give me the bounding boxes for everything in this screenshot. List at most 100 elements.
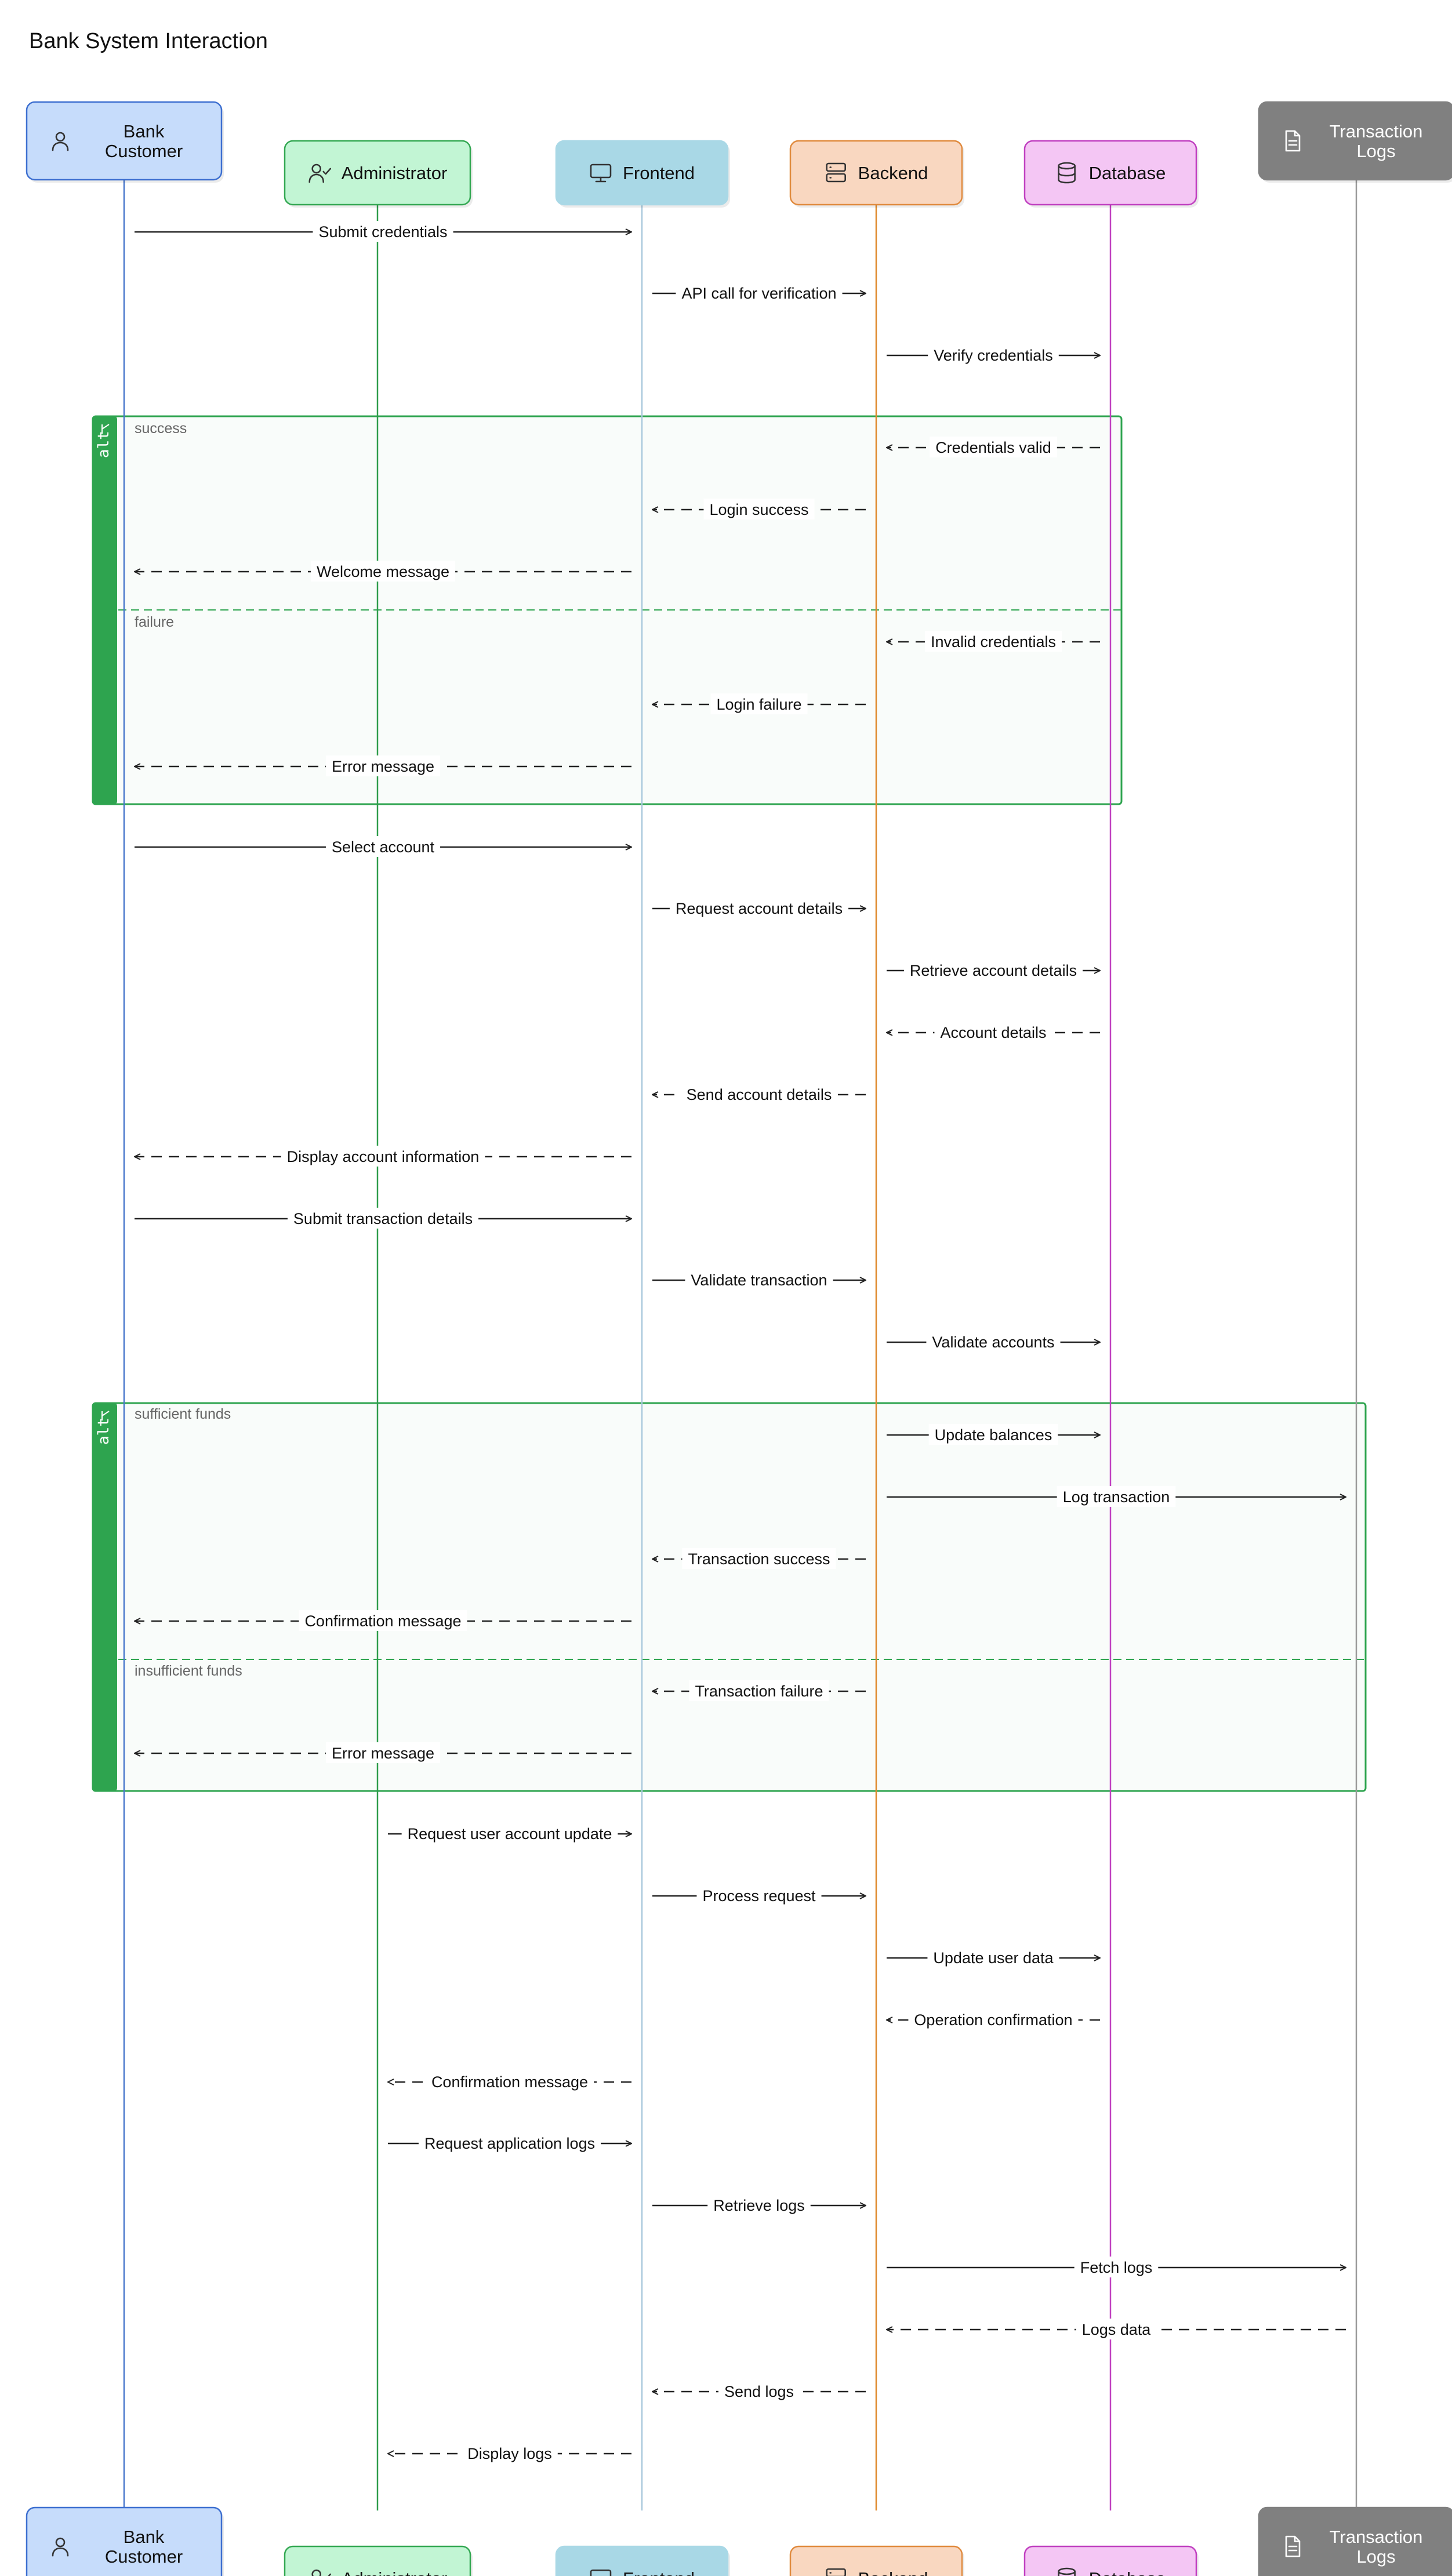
participant-box (26, 101, 223, 181)
server-icon (826, 2568, 846, 2576)
user-check-icon (311, 2569, 331, 2576)
monitor-icon (590, 164, 612, 183)
message-label: API call for verification (681, 285, 836, 302)
message-label-bg (689, 1680, 829, 1701)
message-label-bg (685, 1269, 833, 1290)
message-label-bg (682, 1548, 836, 1569)
message: Submit credentials (135, 221, 631, 242)
message-label: Submit transaction details (293, 1210, 473, 1227)
message-label-bg (718, 2381, 800, 2401)
message: Send account details (652, 1084, 866, 1104)
message-label-bg (924, 631, 1062, 652)
branch-icon (101, 424, 110, 434)
message-label: Send logs (724, 2383, 794, 2400)
message-label-bg (676, 282, 843, 303)
participant-backend-top: Backend (789, 140, 964, 208)
message-label: Operation confirmation (914, 2011, 1072, 2029)
participant-label: Logs (1356, 141, 1395, 161)
fragment-keyword: alt (95, 1418, 112, 1445)
message-label: Invalid credentials (931, 633, 1056, 651)
participant-label: Backend (858, 163, 928, 183)
message: Operation confirmation (887, 2009, 1100, 2030)
participant-box (789, 140, 963, 206)
message: Account details (887, 1022, 1100, 1042)
participant-label: Database (1089, 2568, 1166, 2576)
message-label-bg (299, 1610, 467, 1631)
participant-label: Backend (858, 2568, 928, 2576)
user-icon (52, 132, 69, 151)
message: Invalid credentials (887, 631, 1100, 652)
message: Error message (135, 1742, 631, 1763)
message-label: Request application logs (424, 2135, 595, 2152)
fragment-condition-label: failure (135, 614, 174, 630)
message-label: Transaction success (688, 1550, 830, 1568)
message-label-bg (928, 1424, 1058, 1445)
message-label: Submit credentials (318, 223, 447, 241)
database-icon (1058, 2567, 1076, 2576)
participant-frontend-top: Frontend (555, 140, 730, 208)
branch-icon (101, 1411, 110, 1420)
message: Login failure (652, 693, 866, 714)
message: Confirmation message (135, 1610, 631, 1631)
participant-label: Frontend (623, 163, 695, 183)
participant-label: Bank (124, 2527, 165, 2547)
message: Error message (135, 755, 631, 776)
message-label-bg (680, 1084, 838, 1104)
message-label-bg (325, 836, 441, 857)
participant-admin-bottom: Administrator (284, 2545, 473, 2576)
message: Confirmation message (388, 2071, 631, 2092)
file-icon (1285, 130, 1301, 152)
participant-database-bottom: Database (1023, 2545, 1199, 2576)
message: Request user account update (388, 1823, 631, 1844)
participant-box (284, 140, 471, 206)
message-label: Login failure (716, 696, 801, 713)
message: Display logs (388, 2443, 631, 2464)
message-label: Verify credentials (934, 347, 1053, 364)
message-label-bg (1074, 2257, 1159, 2277)
database-icon (1058, 162, 1076, 184)
message-label: Log transaction (1063, 1488, 1170, 1506)
message-label: Retrieve logs (713, 2197, 805, 2214)
participant-label: Frontend (623, 2568, 695, 2576)
message-label-bg (696, 1885, 822, 1906)
fragment-condition-label: insufficient funds (135, 1663, 242, 1679)
server-icon (826, 162, 846, 183)
message-label-bg (1057, 1486, 1176, 1507)
message: Logs data (887, 2319, 1346, 2339)
message: Request account details (652, 898, 866, 918)
participant-label: Transaction (1330, 121, 1423, 141)
message-label: Select account (332, 838, 435, 856)
message-label: Fetch logs (1080, 2259, 1153, 2276)
message-label-bg (462, 2443, 558, 2464)
participant-database-top: Database (1023, 140, 1199, 208)
participant-backend-bottom: Backend (789, 2545, 964, 2576)
message-label-bg (325, 755, 441, 776)
message: Transaction success (652, 1548, 866, 1569)
participant-label: Customer (105, 2546, 183, 2567)
monitor-icon (590, 2569, 612, 2576)
message: Welcome message (135, 561, 631, 582)
message: Validate accounts (887, 1331, 1100, 1352)
message-label: Display logs (467, 2445, 552, 2462)
participant-label: Administrator (342, 2568, 448, 2576)
fragment-label-strip (93, 416, 117, 804)
message-label: Logs data (1082, 2321, 1152, 2338)
message: API call for verification (652, 282, 866, 303)
message-label: Process request (702, 1887, 816, 1905)
message-label: Update user data (933, 1949, 1054, 1967)
message-label: Confirmation message (431, 2073, 588, 2091)
message-label: Validate transaction (691, 1271, 827, 1289)
participant-box (1258, 2506, 1452, 2576)
message-label-bg (930, 437, 1057, 457)
message-label: Error message (332, 758, 434, 775)
participant-label: Bank (124, 121, 165, 141)
message-label: Validate accounts (932, 1334, 1054, 1351)
participant-box (555, 2545, 729, 2576)
message: Log transaction (887, 1486, 1346, 1507)
message-label: Confirmation message (304, 1612, 461, 1630)
message-label: Retrieve account details (910, 962, 1077, 979)
